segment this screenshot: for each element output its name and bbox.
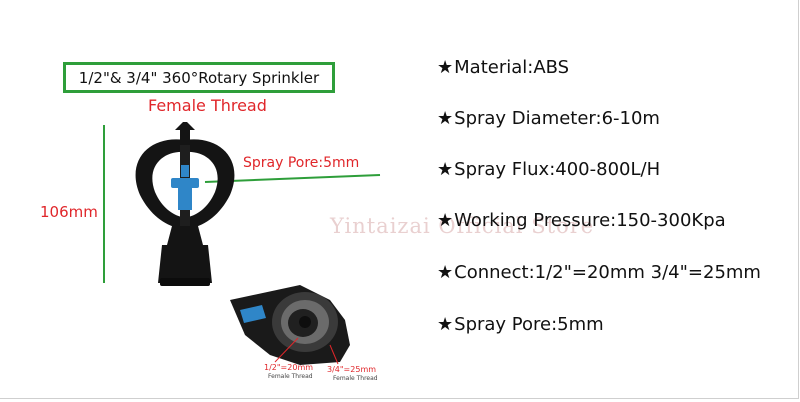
spray-pore-callout: Spray Pore:5mm	[243, 155, 360, 171]
base-ring	[160, 278, 210, 286]
female-thread-label: Female Thread	[148, 96, 267, 115]
inset-closeup	[230, 285, 350, 365]
store-watermark: Yintaizai Official Store	[330, 214, 595, 238]
spec-item-spray-pore: ★Spray Pore:5mm	[437, 314, 604, 335]
star-icon: ★	[437, 314, 454, 335]
top-stem	[180, 128, 190, 140]
star-icon: ★	[437, 108, 454, 129]
star-icon: ★	[437, 57, 454, 78]
spec-item-connect: ★Connect:1/2"=20mm 3/4"=25mm	[437, 262, 761, 283]
star-icon: ★	[437, 262, 454, 283]
spec-text: Spray Pore:5mm	[454, 314, 604, 335]
spec-text: Spray Diameter:6-10m	[454, 108, 660, 129]
base-thread	[158, 245, 212, 283]
star-icon: ★	[437, 159, 454, 180]
nozzle-wheel	[171, 178, 199, 188]
spec-text: Connect:1/2"=20mm 3/4"=25mm	[454, 262, 761, 283]
spec-text: Working Pressure:150-300Kpa	[454, 210, 726, 231]
spec-text: Spray Flux:400-800L/H	[454, 159, 661, 180]
nozzle-body	[178, 188, 192, 210]
sprinkler-loop	[135, 139, 235, 228]
inset-thread-b-label: 3/4"=25mm	[327, 365, 377, 374]
base-neck	[167, 226, 203, 245]
spec-text: Material:ABS	[454, 57, 570, 78]
pointer-line	[204, 174, 381, 183]
inset-thread-a-sub: Female Thread	[268, 373, 313, 380]
product-title: 1/2"& 3/4" 360°Rotary Sprinkler	[78, 68, 320, 87]
product-title-box: 1/2"& 3/4" 360°Rotary Sprinkler	[63, 62, 335, 93]
inset-thread-a-label: 1/2"=20mm	[264, 363, 314, 372]
height-dimension-label: 106mm	[40, 203, 98, 221]
spec-item-working-pressure: ★Working Pressure:150-300Kpa	[437, 210, 726, 231]
spec-item-spray-flux: ★Spray Flux:400-800L/H	[437, 159, 660, 180]
star-icon: ★	[437, 210, 454, 231]
spec-item-spray-diameter: ★Spray Diameter:6-10m	[437, 108, 660, 129]
nozzle-top	[181, 165, 189, 177]
spec-item-material: ★Material:ABS	[437, 57, 569, 78]
inset-thread-b-sub: Female Thread	[333, 375, 378, 382]
